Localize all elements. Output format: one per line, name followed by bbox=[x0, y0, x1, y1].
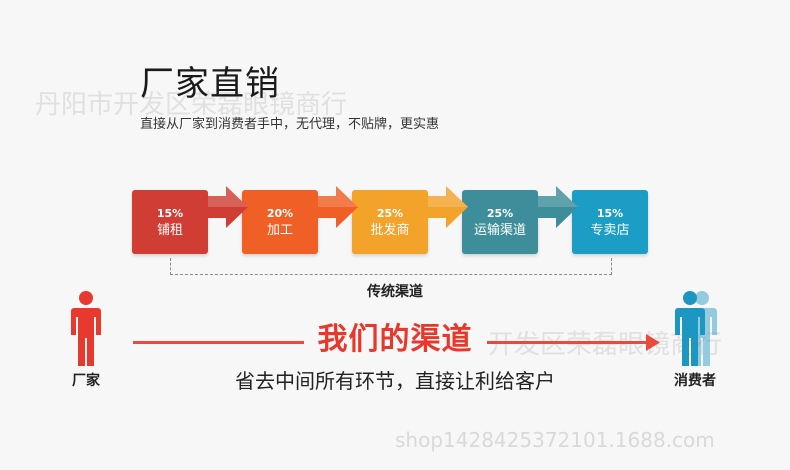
slogan-text: 省去中间所有环节，直接让利给客户 bbox=[235, 369, 555, 393]
arrow-right-icon bbox=[428, 186, 468, 228]
step-box-transport: 25% 运输渠道 bbox=[462, 190, 538, 254]
step-percent: 25% bbox=[486, 207, 514, 220]
page-title: 厂家直销 bbox=[140, 64, 280, 104]
step-percent: 25% bbox=[376, 207, 404, 220]
step-percent: 15% bbox=[596, 207, 624, 220]
step-label: 批发商 bbox=[370, 223, 410, 238]
arrow-right-icon bbox=[208, 186, 248, 228]
step-label: 加工 bbox=[266, 223, 293, 238]
consumer-label: 消费者 bbox=[674, 373, 716, 389]
step-box-rent: 15% 铺租 bbox=[132, 190, 208, 254]
watermark-text: 丹阳市开发区荣磊眼镜商行 bbox=[35, 90, 348, 120]
arrow-right-icon bbox=[318, 186, 358, 228]
arrow-right-icon bbox=[538, 186, 578, 228]
step-box-wholesaler: 25% 批发商 bbox=[352, 190, 428, 254]
step-percent: 15% bbox=[156, 207, 184, 220]
step-percent: 20% bbox=[266, 207, 294, 220]
traditional-channel-bracket bbox=[170, 258, 612, 275]
consumer-people-icon bbox=[675, 291, 717, 366]
step-box-store: 15% 专卖店 bbox=[572, 190, 648, 254]
our-channel-title: 我们的渠道 bbox=[0, 322, 790, 362]
step-label: 铺租 bbox=[156, 223, 183, 238]
manufacturer-person-icon bbox=[71, 291, 101, 366]
our-channel-text: 我们的渠道 bbox=[303, 322, 487, 357]
traditional-channel-label: 传统渠道 bbox=[367, 284, 423, 300]
step-box-processing: 20% 加工 bbox=[242, 190, 318, 254]
watermark-url: shop1428425372101.1688.com bbox=[395, 428, 715, 452]
step-label: 运输渠道 bbox=[473, 223, 526, 238]
page-subtitle: 直接从厂家到消费者手中，无代理，不贴牌，更实惠 bbox=[140, 117, 440, 132]
manufacturer-label: 厂家 bbox=[72, 373, 100, 389]
channel-arrow-icon bbox=[646, 334, 660, 351]
step-label: 专卖店 bbox=[590, 223, 630, 238]
